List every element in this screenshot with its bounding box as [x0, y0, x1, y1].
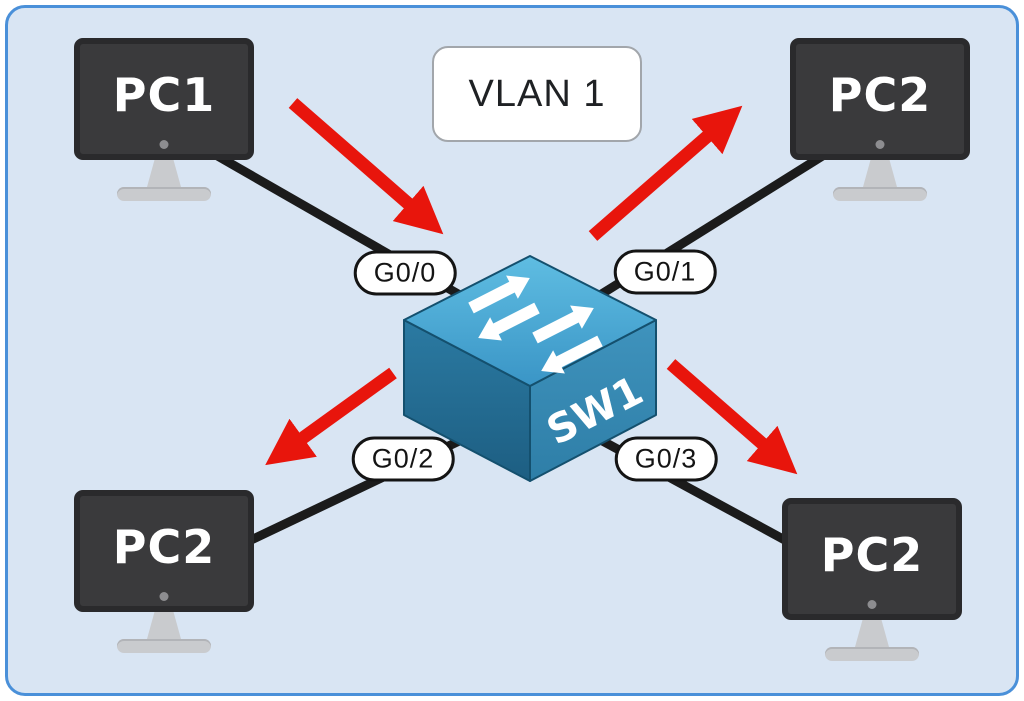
- broadcast-arrow-bottom-left: [265, 367, 397, 466]
- broadcast-arrow-top-right: [588, 105, 743, 241]
- pc-label: PC2: [828, 68, 932, 122]
- switch-top-face: [403, 255, 657, 387]
- pc-top-right: PC2: [790, 38, 970, 201]
- monitor-base: [833, 187, 927, 201]
- monitor-base: [117, 639, 211, 653]
- switch-icon: SW1: [403, 255, 657, 482]
- port-label-g0-0: G0/0: [353, 250, 457, 296]
- monitor-stand: [147, 160, 181, 187]
- monitor-base: [117, 187, 211, 201]
- switch-arrows-icon: [468, 275, 603, 374]
- port-label-g0-3: G0/3: [614, 436, 718, 482]
- monitor-screen: PC2: [790, 38, 970, 160]
- port-label-g0-2: G0/2: [351, 436, 455, 482]
- camera-dot-icon: [867, 600, 877, 609]
- monitor-screen: PC2: [74, 490, 254, 612]
- vlan-label-box: VLAN 1: [432, 46, 642, 142]
- pc-bottom-left: PC2: [74, 490, 254, 653]
- pc-label: PC2: [112, 520, 216, 574]
- vlan-label: VLAN 1: [468, 72, 606, 115]
- camera-dot-icon: [875, 140, 885, 149]
- pc-bottom-right: PC2: [782, 498, 962, 661]
- camera-dot-icon: [159, 592, 169, 601]
- monitor-screen: PC2: [782, 498, 962, 620]
- monitor-stand: [147, 612, 181, 639]
- pc-top-left: PC1: [74, 38, 254, 201]
- monitor-base: [825, 647, 919, 661]
- broadcast-arrow-bottom-right: [666, 359, 798, 475]
- broadcast-arrow-in: [288, 98, 444, 235]
- pc-label: PC1: [112, 68, 216, 122]
- monitor-stand: [863, 160, 897, 187]
- pc-label: PC2: [820, 528, 924, 582]
- diagram-canvas: SW1 VLAN 1 PC1 PC2 PC2: [5, 5, 1019, 696]
- monitor-screen: PC1: [74, 38, 254, 160]
- monitor-stand: [855, 620, 889, 647]
- port-label-g0-1: G0/1: [613, 249, 717, 295]
- camera-dot-icon: [159, 140, 169, 149]
- broadcast-arrows: [265, 98, 798, 475]
- diagram-layer: SW1: [178, 98, 859, 580]
